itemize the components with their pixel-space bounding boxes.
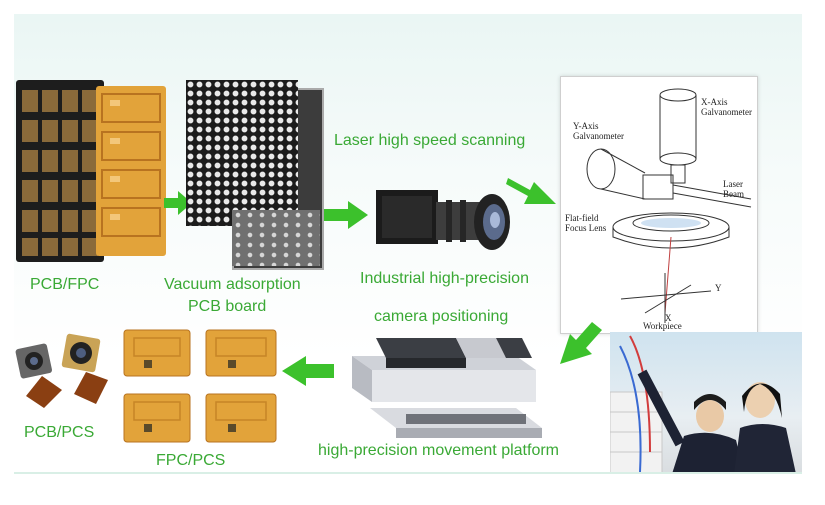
y-axis-line1: Y-Axis — [573, 121, 599, 131]
arrow-right-icon — [164, 191, 192, 215]
flat-field-line1: Flat-field — [565, 213, 599, 223]
pcb-panel-grid — [22, 90, 98, 256]
fpc-panel-image — [96, 86, 166, 256]
label-pcb-pcs: PCB/PCS — [24, 424, 95, 441]
process-diagram: X-Axis Galvanometer Y-Axis Galvanometer … — [14, 14, 802, 474]
vacuum-board-base — [232, 210, 320, 266]
workpiece-label: Workpiece — [643, 321, 682, 331]
arrow-down-left-icon — [560, 322, 602, 364]
laser-beam-label: Laser Beam — [723, 179, 744, 199]
fpc-pcs-image — [118, 324, 282, 450]
label-vacuum-line1: Vacuum adsorption — [164, 276, 301, 293]
x-axis-line1: X-Axis — [701, 97, 728, 107]
flat-field-line2: Focus Lens — [565, 223, 607, 233]
fpc-panel-traces — [101, 93, 161, 237]
x-axis-line2: Galvanometer — [701, 107, 752, 117]
label-vacuum-line2: PCB board — [188, 298, 267, 315]
y-axis-label: Y-Axis Galvanometer — [573, 121, 624, 141]
label-fpc-pcs: FPC/PCS — [156, 452, 226, 469]
y-coordinate-label: Y — [715, 283, 722, 293]
flat-field-label: Flat-field Focus Lens — [565, 213, 606, 233]
bottom-divider — [14, 472, 802, 474]
galvanometer-diagram: X-Axis Galvanometer Y-Axis Galvanometer … — [560, 76, 758, 334]
label-platform: high-precision movement platform — [318, 442, 559, 459]
arrow-right-icon — [324, 201, 368, 229]
label-camera-line1: Industrial high-precision — [360, 270, 529, 287]
x-coordinate-label: X — [665, 313, 672, 323]
laser-beam-line1: Laser — [723, 179, 743, 189]
y-axis-line2: Galvanometer — [573, 131, 624, 141]
pcb-panel-image — [16, 80, 104, 262]
x-axis-label: X-Axis Galvanometer — [701, 97, 752, 117]
people-photo — [610, 332, 802, 474]
laser-beam-line2: Beam — [723, 189, 744, 199]
label-laser-scanning: Laser high speed scanning — [334, 132, 526, 149]
label-pcb-fpc: PCB/FPC — [30, 276, 100, 293]
arrow-down-right-icon — [506, 178, 556, 204]
vacuum-board-holes — [186, 80, 298, 226]
camera-image — [376, 182, 512, 256]
label-camera-line2: camera positioning — [374, 308, 509, 325]
movement-platform-image — [346, 332, 544, 440]
arrow-left-icon — [282, 356, 334, 386]
pcb-pcs-image — [14, 332, 114, 412]
